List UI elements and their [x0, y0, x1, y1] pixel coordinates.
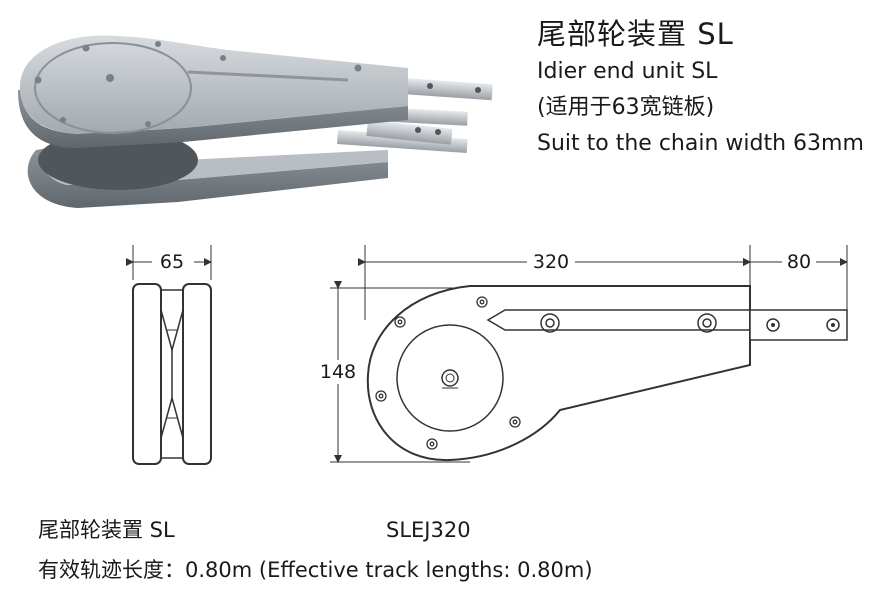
model-name: 尾部轮装置 SL [38, 518, 175, 542]
product-photo [18, 35, 493, 208]
dim-extension: 80 [787, 251, 811, 273]
product-note-zh: (适用于63宽链板) [537, 95, 715, 120]
technical-drawing: 65 320 80 148 [126, 245, 848, 465]
product-title-en: Idier end unit SL [537, 59, 718, 84]
title-block: 尾部轮装置 SL Idier end unit SL (适用于63宽链板) Su… [537, 14, 864, 162]
top-view: 320 80 148 [318, 245, 848, 463]
dim-length: 320 [533, 251, 569, 273]
spec-footer: 尾部轮装置 SL SLEJ320 有效轨迹长度：0.80m (Effective … [38, 510, 593, 590]
model-code: SLEJ320 [386, 518, 471, 542]
dim-width: 65 [160, 251, 184, 273]
product-title-zh: 尾部轮装置 SL [537, 17, 734, 51]
chain-width-note: Suit to the chain width 63mm [537, 131, 864, 156]
track-length: 有效轨迹长度：0.80m (Effective track lengths: 0… [38, 558, 593, 582]
side-view: 65 [126, 245, 212, 465]
dim-height: 148 [320, 361, 356, 383]
